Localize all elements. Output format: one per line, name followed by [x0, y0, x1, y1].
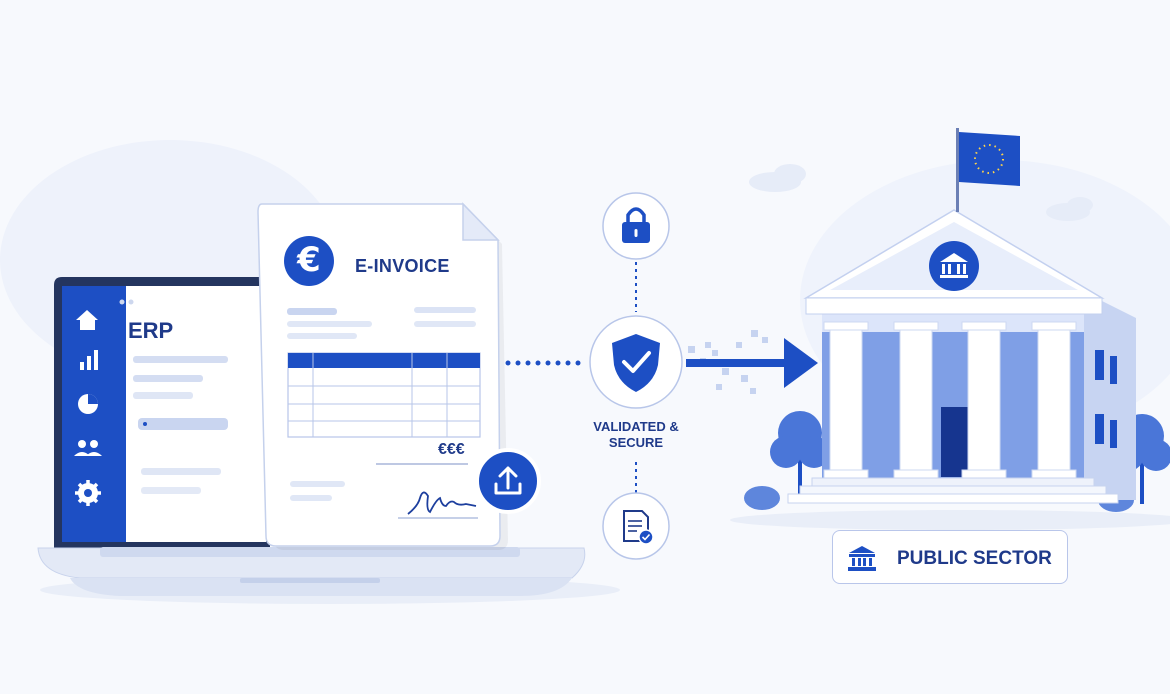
upload-icon[interactable] [475, 448, 541, 514]
validation-line-1: VALIDATED & [593, 419, 679, 434]
erp-title: ERP [128, 318, 174, 343]
pixel-trail [688, 330, 768, 394]
invoice-placeholder-lines [287, 307, 476, 501]
erp-placeholder-lines [119, 299, 228, 494]
bank-icon [848, 546, 876, 571]
bar-chart-icon[interactable] [80, 350, 98, 370]
home-icon[interactable] [76, 310, 98, 330]
lock-icon [602, 192, 670, 260]
euro-icon [284, 236, 334, 286]
public-sector-badge: PUBLIC SECTOR [832, 530, 1068, 584]
arrow-icon [686, 338, 818, 388]
shield-check-icon [589, 315, 683, 409]
signature [407, 491, 477, 515]
gear-icon[interactable] [75, 480, 101, 506]
users-icon[interactable] [74, 440, 102, 456]
invoice-amount: €€€ [438, 441, 465, 458]
eu-flag-icon [956, 128, 1020, 212]
validation-line-2: SECURE [608, 435, 664, 450]
invoice-title: E-INVOICE [355, 256, 450, 276]
pie-chart-icon[interactable] [78, 394, 98, 414]
validation-label: VALIDATED & SECURE [580, 419, 692, 451]
background-cloud [749, 164, 1093, 221]
public-sector-label: PUBLIC SECTOR [897, 548, 1052, 569]
government-building [787, 209, 1136, 504]
euro-symbol: € [297, 240, 321, 280]
bank-icon [929, 241, 979, 291]
document-check-icon [602, 492, 670, 560]
dotted-connector [505, 360, 581, 366]
invoice-table [287, 352, 481, 438]
